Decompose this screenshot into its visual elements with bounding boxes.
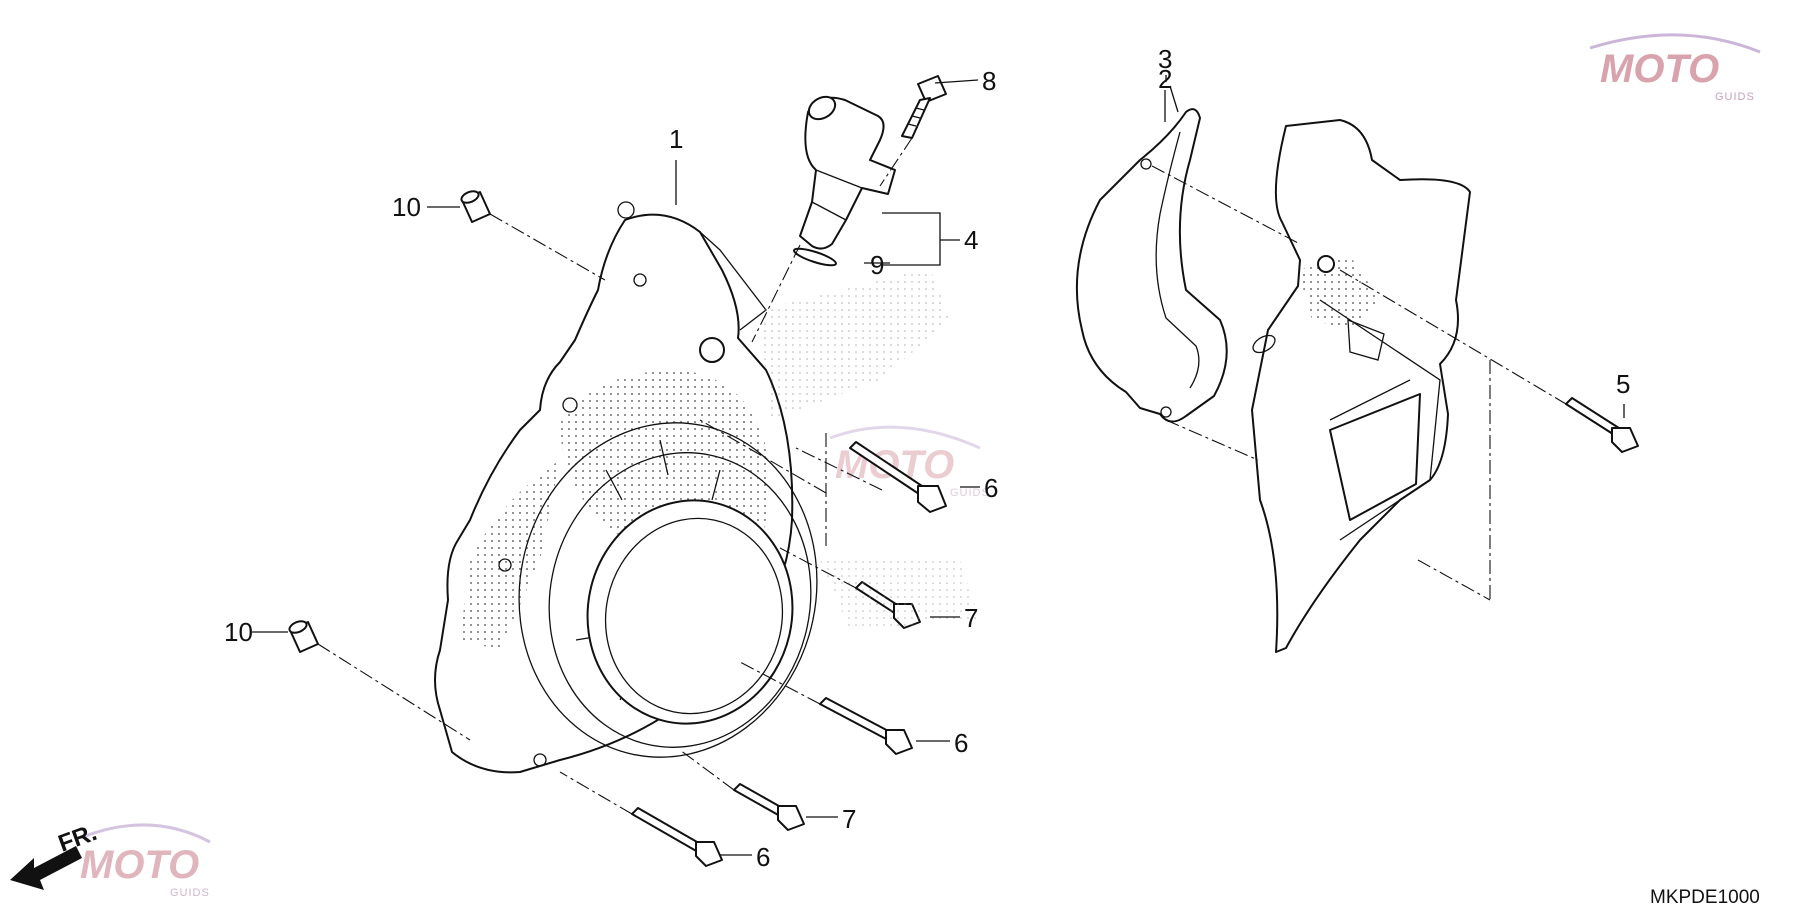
- front-arrow-icon: [10, 846, 82, 890]
- callout-6c: 6: [756, 842, 770, 872]
- dowel-upper: [460, 190, 491, 223]
- sprocket-cover: [1251, 119, 1471, 653]
- o-ring: [793, 247, 837, 267]
- bolt-8: [901, 75, 947, 139]
- callout-10b: 10: [224, 617, 253, 647]
- callout-6b: 6: [954, 728, 968, 758]
- svg-text:GUIDS: GUIDS: [170, 887, 210, 899]
- callout-4: 4: [964, 225, 978, 255]
- svg-text:MOTO: MOTO: [1600, 47, 1719, 91]
- bolt-5: [1565, 397, 1639, 453]
- callout-6a: 6: [984, 473, 998, 503]
- callout-7b: 7: [842, 804, 856, 834]
- bolts-group: [631, 441, 947, 867]
- dowel-lower: [288, 620, 319, 653]
- watermark-bottom-left: MOTO GUIDS: [79, 823, 211, 899]
- svg-text:GUIDS: GUIDS: [1715, 91, 1755, 103]
- diagram-code: MKPDE1000: [1650, 887, 1760, 908]
- callout-8: 8: [982, 66, 996, 96]
- callout-7a: 7: [964, 603, 978, 633]
- generator-cover: [434, 201, 818, 774]
- leader-lines: [252, 75, 1625, 856]
- svg-text:MOTO: MOTO: [80, 843, 199, 887]
- callout-9: 9: [870, 250, 884, 280]
- gasket: [1075, 108, 1228, 423]
- callout-2: 2: [1158, 64, 1172, 94]
- callout-10a: 10: [392, 192, 421, 222]
- callout-3: 3: [1158, 44, 1172, 74]
- svg-text:GUIDS: GUIDS: [950, 487, 990, 499]
- callout-5: 5: [1616, 369, 1630, 399]
- ckp-sensor: [793, 95, 896, 267]
- watermark-top-right: MOTO GUIDS: [1589, 33, 1761, 103]
- callout-1: 1: [669, 124, 683, 154]
